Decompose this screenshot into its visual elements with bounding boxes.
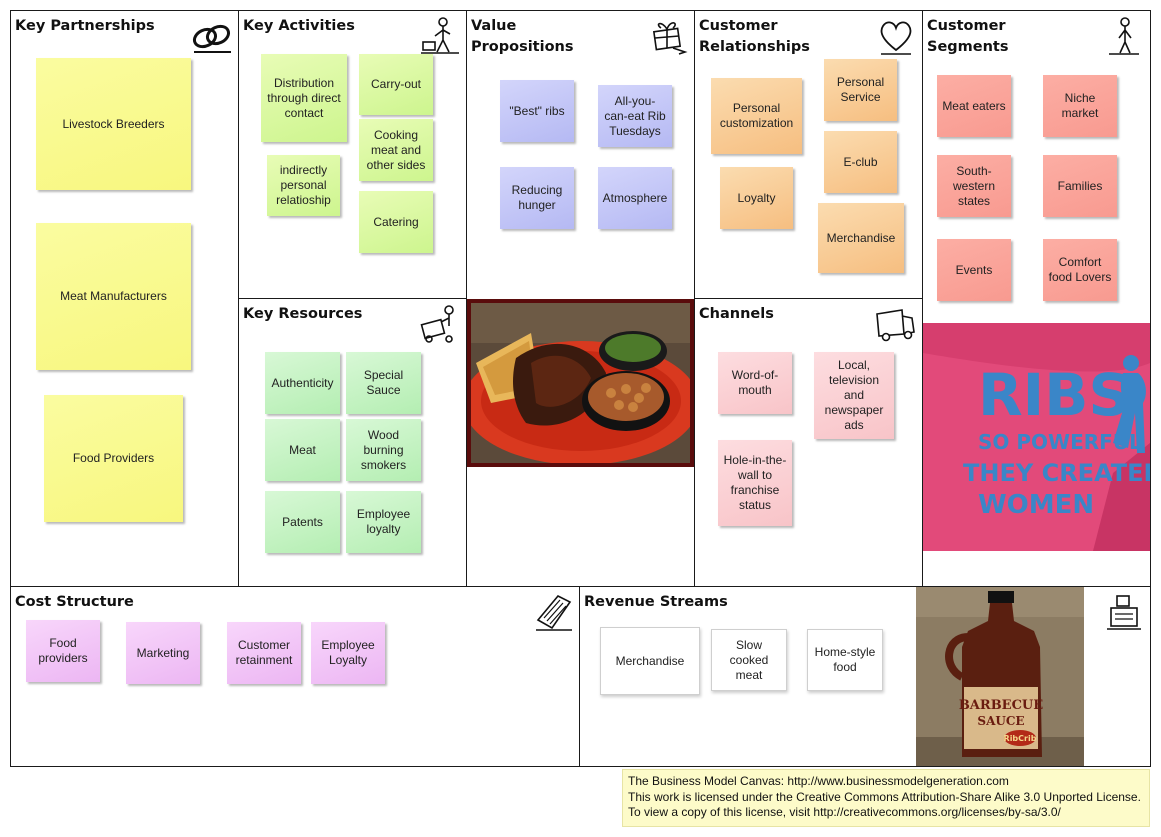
price-tag-icon <box>536 595 572 631</box>
sticky-note: Reducing hunger <box>500 167 574 229</box>
sticky-note: Home-style food <box>807 629 883 691</box>
customer-segments-title: Customer Segments <box>927 18 1009 55</box>
value-propositions-title: Value Propositions <box>471 18 574 55</box>
sticky-note: Slow cooked meat <box>711 629 787 691</box>
sticky-note: Meat <box>265 419 340 481</box>
forklift-icon <box>420 305 454 343</box>
tshirt-text: WOMEN <box>978 490 1094 520</box>
truck-icon <box>876 309 915 342</box>
sticky-note: Meat Manufacturers <box>36 223 191 370</box>
sticky-note: Loyalty <box>720 167 793 229</box>
license-line: The Business Model Canvas: http://www.bu… <box>628 774 1009 788</box>
cost-structure-section: Cost Structure Food providers Marketing … <box>10 586 580 767</box>
sticky-note: Wood burning smokers <box>346 419 421 481</box>
chain-link-icon <box>192 24 231 53</box>
sticky-note: Merchandise <box>818 203 904 273</box>
revenue-streams-title: Revenue Streams <box>584 594 728 610</box>
sticky-note: Meat eaters <box>937 75 1011 137</box>
sticky-note: indirectly personal relatioship <box>267 155 340 216</box>
sticky-note: Events <box>937 239 1011 301</box>
sticky-note: Families <box>1043 155 1117 217</box>
channels-title: Channels <box>699 306 774 322</box>
sticky-note: Cooking meat and other sides <box>359 119 433 181</box>
license-note: The Business Model Canvas: http://www.bu… <box>622 769 1150 827</box>
sticky-note: Hole-in-the-wall to franchise status <box>718 440 792 526</box>
sticky-note: Customer retainment <box>227 622 301 684</box>
sticky-note: South-western states <box>937 155 1011 217</box>
value-propositions-section: Value Propositions "Best" ribs All-you-c… <box>466 10 695 587</box>
sticky-note: Comfort food Lovers <box>1043 239 1117 301</box>
sticky-note: Marketing <box>126 622 200 684</box>
gift-icon <box>652 22 688 55</box>
key-resources-section: Key Resources Authenticity Special Sauce… <box>238 298 467 587</box>
key-activities-section: Key Activities Distribution through dire… <box>238 10 467 299</box>
sticky-note: Employee loyalty <box>346 491 421 553</box>
sticky-note: Employee Loyalty <box>311 622 385 684</box>
worker-icon <box>421 17 459 54</box>
sauce-label-text: RibCrib <box>1004 734 1037 743</box>
sauce-label-text: SAUCE <box>977 714 1024 728</box>
sticky-note: Carry-out <box>359 54 433 115</box>
sticky-note: Word-of-mouth <box>718 352 792 414</box>
sticky-note: Personal Service <box>824 59 897 121</box>
sticky-note: "Best" ribs <box>500 80 574 142</box>
tshirt-text: THEY CREATED <box>963 459 1150 487</box>
sticky-note: All-you-can-eat Rib Tuesdays <box>598 85 672 147</box>
customer-segments-section: Customer Segments Meat eaters Niche mark… <box>922 10 1151 587</box>
customer-relationships-title: Customer Relationships <box>699 18 810 55</box>
sauce-label-text: BARBECUE <box>959 698 1043 713</box>
sticky-note: E-club <box>824 131 897 193</box>
sticky-note: Local, television and newspaper ads <box>814 352 894 439</box>
ribs-plate-photo <box>467 299 694 467</box>
tshirt-text: RIBS <box>978 361 1130 429</box>
customer-relationships-section: Customer Relationships Personal customiz… <box>694 10 923 299</box>
sticky-note: Livestock Breeders <box>36 58 191 190</box>
channels-section: Channels Word-of-mouth Local, television… <box>694 298 923 587</box>
sticky-note: Catering <box>359 191 433 253</box>
sticky-note: Personal customization <box>711 78 802 154</box>
sticky-note: Atmosphere <box>598 167 672 229</box>
sticky-note: Distribution through direct contact <box>261 54 347 142</box>
sticky-note: Food Providers <box>44 395 183 522</box>
key-activities-title: Key Activities <box>243 18 355 34</box>
sticky-note: Niche market <box>1043 75 1117 137</box>
cost-structure-title: Cost Structure <box>15 594 134 610</box>
barbecue-sauce-photo: BARBECUE SAUCE RibCrib <box>916 587 1084 766</box>
sticky-note: Special Sauce <box>346 352 421 414</box>
sticky-note: Merchandise <box>600 627 700 695</box>
license-line: To view a copy of this license, visit ht… <box>628 805 1061 819</box>
sticky-note: Food providers <box>26 620 100 682</box>
license-line: This work is licensed under the Creative… <box>628 789 1141 804</box>
heart-icon <box>880 21 912 55</box>
cash-register-icon <box>1107 595 1141 630</box>
key-partnerships-title: Key Partnerships <box>15 18 155 34</box>
sticky-note: Patents <box>265 491 340 553</box>
key-resources-title: Key Resources <box>243 306 363 322</box>
person-icon <box>1109 17 1139 55</box>
ribs-tshirt-photo: RIBS SO POWERFUL THEY CREATED WOMEN <box>923 323 1150 551</box>
revenue-streams-section: Revenue Streams Merchandise Slow cooked … <box>579 586 1151 767</box>
key-partnerships-section: Key Partnerships Livestock Breeders Meat… <box>10 10 239 587</box>
sticky-note: Authenticity <box>265 352 340 414</box>
